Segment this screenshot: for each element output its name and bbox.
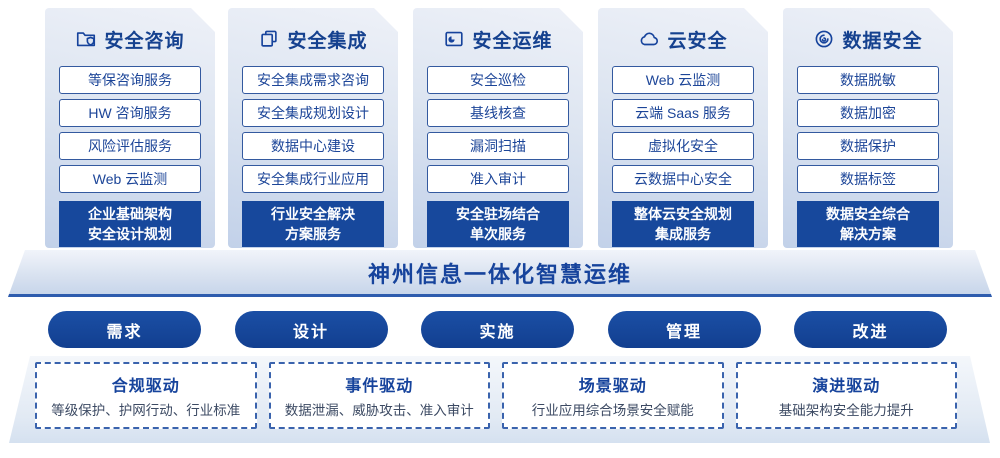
service-item: Web 云监测 bbox=[612, 66, 754, 94]
highlight-line: 集成服务 bbox=[655, 226, 711, 242]
platform-banner-title: 神州信息一体化智慧运维 bbox=[367, 261, 632, 287]
folder-pie-icon bbox=[443, 28, 465, 50]
drivers-row: 合规驱动 等级保护、护网行动、行业标准 事件驱动 数据泄漏、威胁攻击、准入审计 … bbox=[35, 362, 957, 429]
service-item: 数据中心建设 bbox=[242, 132, 384, 160]
card-item-list: Web 云监测 云端 Saas 服务 虚拟化安全 云数据中心安全 bbox=[598, 66, 768, 193]
highlight-line: 企业基础架构 bbox=[88, 205, 172, 222]
service-item: HW 咨询服务 bbox=[59, 99, 201, 127]
service-item: 虚拟化安全 bbox=[612, 132, 754, 160]
card-header: 安全运维 bbox=[413, 25, 583, 53]
card-highlight: 行业安全解决 方案服务 bbox=[242, 201, 384, 247]
fingerprint-icon bbox=[813, 28, 835, 50]
card-security-operations: 安全运维 安全巡检 基线核查 漏洞扫描 准入审计 安全驻场结合 单次服务 bbox=[413, 8, 583, 248]
highlight-line: 解决方案 bbox=[840, 226, 896, 242]
driver-title: 事件驱动 bbox=[345, 378, 414, 395]
highlight-line: 安全驻场结合 bbox=[456, 205, 540, 222]
card-item-list: 等保咨询服务 HW 咨询服务 风险评估服务 Web 云监测 bbox=[45, 66, 215, 193]
highlight-line: 整体云安全规划 bbox=[634, 205, 732, 222]
highlight-line: 数据安全综合 bbox=[826, 205, 910, 222]
service-item: 云数据中心安全 bbox=[612, 165, 754, 193]
card-header: 云安全 bbox=[598, 25, 768, 53]
highlight-line: 行业安全解决 bbox=[271, 205, 355, 222]
card-title: 云安全 bbox=[667, 30, 728, 52]
process-step-demand: 需求 bbox=[48, 311, 201, 348]
driver-title: 合规驱动 bbox=[111, 378, 180, 395]
card-title: 安全运维 bbox=[472, 30, 553, 52]
card-highlight: 安全驻场结合 单次服务 bbox=[427, 201, 569, 247]
card-title: 安全集成 bbox=[287, 30, 368, 52]
service-item: 漏洞扫描 bbox=[427, 132, 569, 160]
service-item: 安全集成需求咨询 bbox=[242, 66, 384, 94]
folder-shield-icon bbox=[75, 28, 97, 50]
card-item-list: 数据脱敏 数据加密 数据保护 数据标签 bbox=[783, 66, 953, 193]
documents-icon bbox=[258, 28, 280, 50]
card-header: 安全咨询 bbox=[45, 25, 215, 53]
service-item: 安全集成行业应用 bbox=[242, 165, 384, 193]
driver-desc: 数据泄漏、威胁攻击、准入审计 bbox=[284, 403, 474, 418]
service-item: 数据保护 bbox=[797, 132, 939, 160]
service-item: 数据加密 bbox=[797, 99, 939, 127]
service-item: Web 云监测 bbox=[59, 165, 201, 193]
card-item-list: 安全集成需求咨询 安全集成规划设计 数据中心建设 安全集成行业应用 bbox=[228, 66, 398, 193]
cloud-icon bbox=[638, 28, 660, 50]
driver-desc: 行业应用综合场景安全赋能 bbox=[531, 403, 694, 418]
process-step-management: 管理 bbox=[607, 311, 761, 348]
card-security-consulting: 安全咨询 等保咨询服务 HW 咨询服务 风险评估服务 Web 云监测 企业基础架… bbox=[45, 8, 215, 248]
driver-event: 事件驱动 数据泄漏、威胁攻击、准入审计 bbox=[268, 362, 490, 429]
driver-desc: 等级保护、护网行动、行业标准 bbox=[51, 403, 241, 418]
card-title: 数据安全 bbox=[842, 30, 923, 52]
card-highlight: 数据安全综合 解决方案 bbox=[797, 201, 939, 247]
service-item: 等保咨询服务 bbox=[59, 66, 201, 94]
process-steps-row: 需求 设计 实施 管理 改进 bbox=[48, 311, 947, 348]
process-step-design: 设计 bbox=[234, 311, 388, 348]
service-item: 风险评估服务 bbox=[59, 132, 201, 160]
driver-scenario: 场景驱动 行业应用综合场景安全赋能 bbox=[502, 362, 724, 429]
driver-title: 演进驱动 bbox=[812, 378, 881, 395]
card-security-integration: 安全集成 安全集成需求咨询 安全集成规划设计 数据中心建设 安全集成行业应用 行… bbox=[228, 8, 398, 248]
card-data-security: 数据安全 数据脱敏 数据加密 数据保护 数据标签 数据安全综合 解决方案 bbox=[783, 8, 953, 248]
service-item: 安全巡检 bbox=[427, 66, 569, 94]
service-item: 基线核查 bbox=[427, 99, 569, 127]
process-step-implementation: 实施 bbox=[421, 311, 574, 348]
platform-banner: 神州信息一体化智慧运维 bbox=[0, 250, 1000, 297]
driver-desc: 基础架构安全能力提升 bbox=[778, 403, 914, 418]
service-item: 安全集成规划设计 bbox=[242, 99, 384, 127]
service-item: 数据标签 bbox=[797, 165, 939, 193]
service-item: 云端 Saas 服务 bbox=[612, 99, 754, 127]
driver-compliance: 合规驱动 等级保护、护网行动、行业标准 bbox=[35, 362, 257, 429]
service-item: 准入审计 bbox=[427, 165, 569, 193]
card-header: 数据安全 bbox=[783, 25, 953, 53]
process-step-improvement: 改进 bbox=[794, 311, 947, 348]
card-item-list: 安全巡检 基线核查 漏洞扫描 准入审计 bbox=[413, 66, 583, 193]
highlight-line: 安全设计规划 bbox=[88, 226, 172, 242]
driver-evolution: 演进驱动 基础架构安全能力提升 bbox=[735, 362, 957, 429]
service-item: 数据脱敏 bbox=[797, 66, 939, 94]
card-highlight: 整体云安全规划 集成服务 bbox=[612, 201, 754, 247]
highlight-line: 方案服务 bbox=[285, 226, 341, 242]
card-cloud-security: 云安全 Web 云监测 云端 Saas 服务 虚拟化安全 云数据中心安全 整体云… bbox=[598, 8, 768, 248]
card-header: 安全集成 bbox=[228, 25, 398, 53]
card-highlight: 企业基础架构 安全设计规划 bbox=[59, 201, 201, 247]
card-title: 安全咨询 bbox=[104, 30, 185, 52]
highlight-line: 单次服务 bbox=[470, 226, 526, 242]
driver-title: 场景驱动 bbox=[578, 378, 647, 395]
